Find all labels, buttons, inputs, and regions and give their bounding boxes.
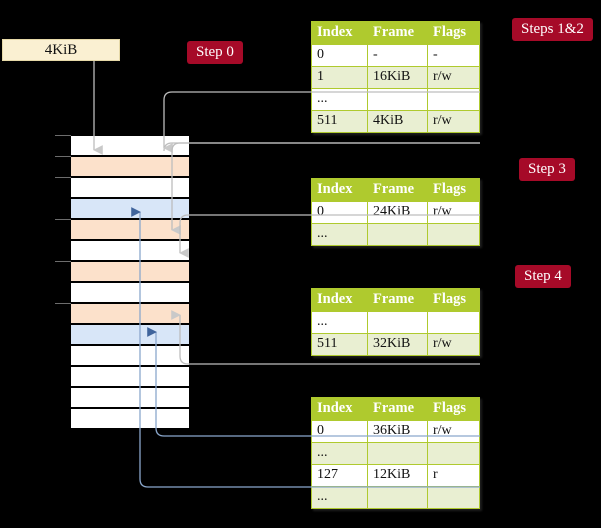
cell-index: 1 (311, 66, 368, 89)
column-header-flags: Flags (427, 288, 480, 312)
cell-flags: r/w (427, 420, 480, 443)
cell-frame (367, 486, 428, 509)
cell-index: 511 (311, 333, 368, 356)
badge-steps-1-2-label: Steps 1&2 (521, 21, 584, 37)
memory-frame-row (70, 345, 190, 366)
cell-index: 127 (311, 464, 368, 487)
memory-frame-row (70, 387, 190, 408)
cell-frame: 12KiB (367, 464, 428, 487)
memory-frame-row (70, 156, 190, 177)
cell-flags: r/w (427, 110, 480, 133)
cell-flags (427, 311, 480, 334)
memory-frame-row (70, 240, 190, 261)
memory-frame-row (70, 366, 190, 387)
memory-frame-row (70, 324, 190, 345)
memory-tick (55, 156, 71, 157)
cell-index: ... (311, 88, 368, 111)
cell-frame (367, 223, 428, 246)
request-box: 4KiB (2, 39, 120, 61)
table-row[interactable]: ... (311, 88, 480, 111)
cell-frame: 32KiB (367, 333, 428, 356)
badge-step-0-label: Step 0 (196, 44, 234, 60)
memory-tick (55, 135, 71, 136)
badge-step-3-label: Step 3 (528, 161, 566, 177)
cell-flags: r/w (427, 66, 480, 89)
memory-tick (55, 219, 71, 220)
cell-frame (367, 311, 428, 334)
column-header-frame: Frame (367, 21, 428, 45)
request-box-label: 4KiB (44, 42, 78, 58)
column-header-index: Index (311, 21, 368, 45)
wire-table4-row0-to-memory (147, 327, 480, 437)
badge-steps-1-2: Steps 1&2 (512, 18, 593, 41)
table-row[interactable]: ... (311, 486, 480, 509)
wire-step0-branch (163, 142, 480, 152)
table-row[interactable]: ... (311, 442, 480, 465)
badge-step-4-label: Step 4 (524, 268, 562, 284)
cell-frame: 36KiB (367, 420, 428, 443)
memory-frame-row (70, 261, 190, 282)
cell-frame (367, 442, 428, 465)
physical-memory-column (70, 135, 190, 429)
column-header-frame: Frame (367, 178, 428, 202)
wire-table1-511-to-memory (171, 142, 480, 235)
memory-frame-row (70, 282, 190, 303)
cell-flags (427, 88, 480, 111)
cell-flags (427, 223, 480, 246)
cell-frame: 4KiB (367, 110, 428, 133)
badge-step-3: Step 3 (519, 158, 575, 181)
table-row[interactable]: ... (311, 311, 480, 334)
column-header-frame: Frame (367, 288, 428, 312)
wire-table4-row127-to-memory (131, 207, 480, 488)
memory-tick (55, 177, 71, 178)
memory-frame-row (70, 408, 190, 429)
badge-step-4: Step 4 (515, 265, 571, 288)
table-row[interactable]: ... (311, 223, 480, 246)
cell-flags: r/w (427, 333, 480, 356)
column-header-index: Index (311, 288, 368, 312)
memory-tick (55, 261, 71, 262)
cell-index: 0 (311, 201, 368, 224)
column-header-index: Index (311, 397, 368, 421)
badge-step-0: Step 0 (187, 41, 243, 64)
memory-frame-row (70, 198, 190, 219)
wire-table1-to-memory (163, 91, 480, 153)
cell-flags (427, 486, 480, 509)
memory-frame-row (70, 219, 190, 240)
cell-index: ... (311, 223, 368, 246)
cell-flags: r/w (427, 201, 480, 224)
cell-flags: - (427, 44, 480, 67)
wire-table2-to-memory (179, 214, 480, 258)
memory-frame-row (70, 303, 190, 324)
table-row[interactable]: 0-- (311, 44, 480, 67)
cell-index: ... (311, 311, 368, 334)
cell-frame: - (367, 44, 428, 67)
column-header-index: Index (311, 178, 368, 202)
memory-frame-row (70, 177, 190, 198)
cell-index: ... (311, 486, 368, 509)
memory-tick (55, 303, 71, 304)
wire-table3-to-memory (171, 310, 480, 365)
